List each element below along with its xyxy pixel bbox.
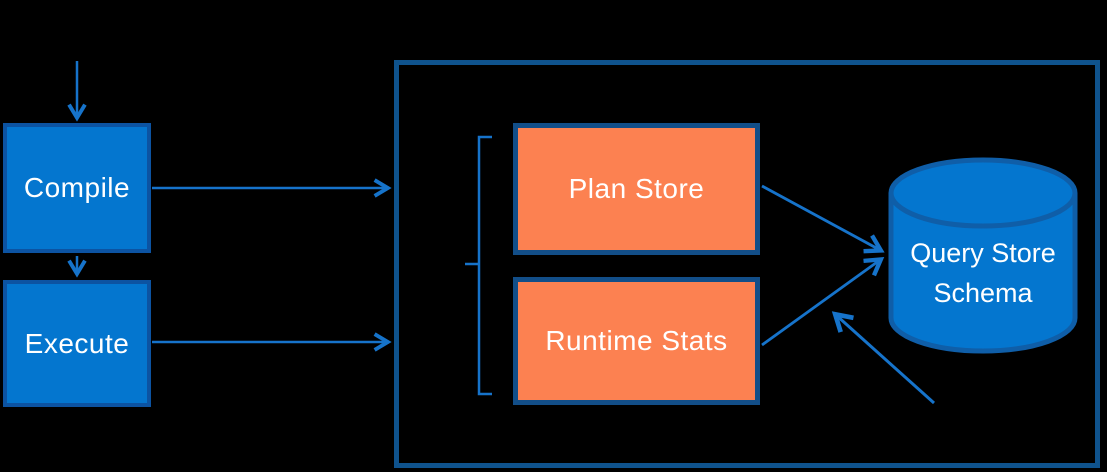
runtime-stats-node: Runtime Stats [513,277,760,405]
plan-store-node: Plan Store [513,123,760,255]
compile-label: Compile [23,172,131,203]
query-store-schema-label: Query Store Schema [888,218,1078,328]
execute-label: Execute [24,327,130,359]
query-store-schema-label-line1: Query Store [910,238,1056,268]
query-store-container-box [394,60,1100,468]
plan-store-label: Plan Store [568,173,705,204]
compile-node: Compile [3,123,151,253]
query-store-schema-label-line2: Schema [933,278,1033,308]
execute-node: Execute [3,280,151,407]
runtime-stats-label: Runtime Stats [545,325,728,356]
